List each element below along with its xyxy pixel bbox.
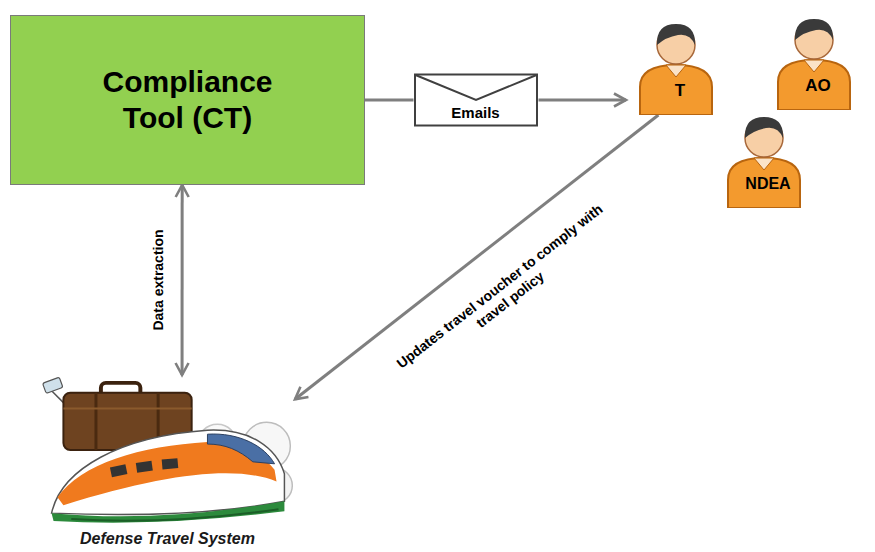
train-suitcase-picture bbox=[40, 375, 295, 523]
email-envelope: Emails bbox=[413, 73, 538, 127]
actor-icon: NDEA bbox=[714, 108, 822, 208]
text-group: Defense Travel System bbox=[80, 529, 255, 548]
text-group: NDEA bbox=[714, 174, 822, 193]
edge-label-text: Emails bbox=[451, 104, 499, 122]
edge-label: Data extraction bbox=[149, 229, 167, 330]
person-icon bbox=[714, 108, 814, 208]
system-name: Defense Travel System bbox=[80, 529, 255, 548]
text-group: AO bbox=[764, 76, 872, 96]
text-group: Compliance Tool (CT) bbox=[85, 64, 290, 136]
actor-label: AO bbox=[764, 76, 872, 96]
actor-label: NDEA bbox=[714, 174, 822, 193]
system-illustration: Defense Travel System bbox=[40, 375, 295, 548]
edge-label-text: Data extraction bbox=[150, 229, 167, 330]
node-title: Compliance Tool (CT) bbox=[85, 64, 290, 136]
actor-label: T bbox=[626, 81, 734, 101]
connector-arrow bbox=[181, 185, 184, 375]
edge-label-text: Updates travel voucher to comply with tr… bbox=[382, 192, 627, 394]
edge-label: Updates travel voucher to comply with tr… bbox=[382, 192, 627, 394]
actor-icon: T bbox=[626, 15, 734, 115]
text-group: T bbox=[626, 81, 734, 101]
actor-icon: AO bbox=[764, 10, 872, 110]
process-box: Compliance Tool (CT) bbox=[10, 15, 365, 185]
